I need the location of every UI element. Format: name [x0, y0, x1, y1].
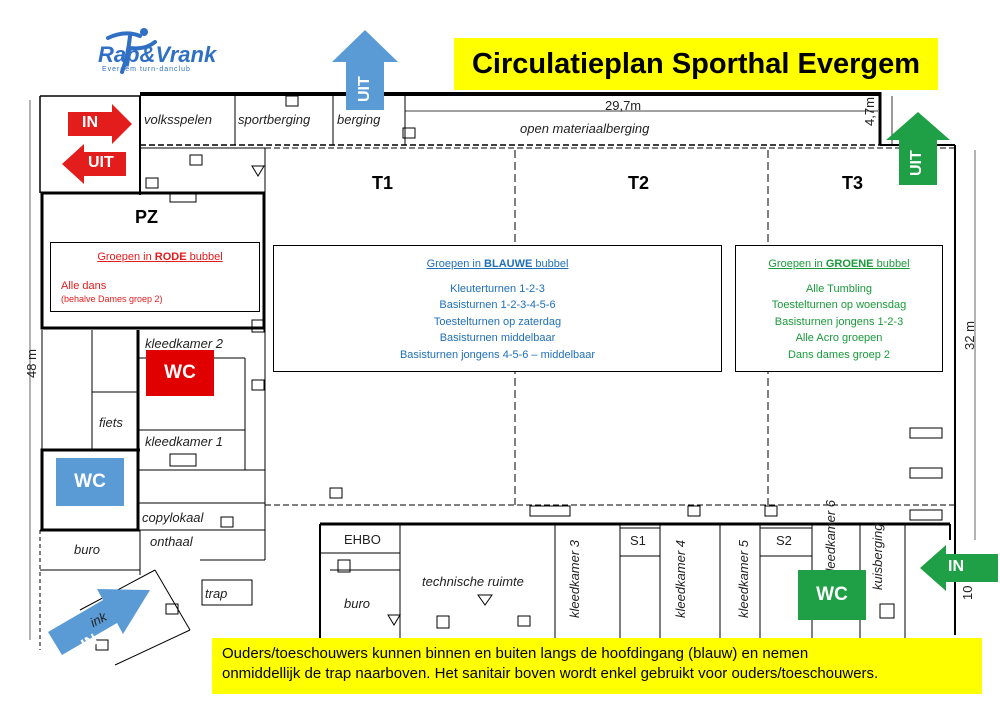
room-kleedkamer-5: kleedkamer 5: [736, 539, 751, 618]
zone-pz: PZ: [135, 207, 159, 227]
group-blue-item: Basisturnen jongens 4-5-6 – middelbaar: [399, 348, 596, 361]
parents-note-line2: onmiddellijk de trap naarboven. Het sani…: [222, 665, 879, 683]
dimension-partial: 10: [960, 585, 975, 600]
parents-note: Ouders/toeschouwers kunnen binnen en bui…: [212, 638, 982, 694]
group-green-item: Basisturnen jongens 1-2-3: [774, 315, 904, 328]
group-blue-item: Basisturnen middelbaar: [439, 332, 556, 344]
group-box-red: Groepen in RODE bubbel Alle dans (behalv…: [50, 242, 260, 312]
group-blue-item: Toestelturnen op zaterdag: [433, 315, 562, 328]
room-kleedkamer-2: kleedkamer 2: [145, 336, 224, 351]
wc-green: WC: [798, 570, 866, 620]
logo-figure-icon: [106, 28, 157, 74]
room-buro-left: buro: [74, 542, 101, 557]
room-ehbo: EHBO: [344, 532, 381, 547]
group-box-blue: Groepen in BLAUWE bubbel Kleuterturnen 1…: [273, 245, 722, 372]
group-green-item: Dans dames groep 2: [787, 348, 891, 361]
room-sportberging: sportberging: [238, 112, 311, 127]
group-green-heading: Groepen in GROENE bubbel: [768, 258, 910, 270]
arrow-uit-left-label: UIT: [88, 154, 114, 171]
room-kleedkamer-3: kleedkamer 3: [567, 539, 582, 618]
zone-t1: T1: [372, 173, 394, 193]
arrow-in-top-left-label: IN: [82, 114, 98, 131]
parents-note-line1: Ouders/toeschouwers kunnen binnen en bui…: [222, 645, 809, 662]
group-blue-item: Kleuterturnen 1-2-3: [450, 282, 545, 295]
room-buro-bottom: buro: [344, 596, 371, 611]
room-s2: S2: [776, 533, 792, 548]
group-green-item: Alle Tumbling: [805, 282, 873, 295]
group-blue-heading: Groepen in BLAUWE bubbel: [426, 258, 569, 270]
group-box-green: Groepen in GROENE bubbel Alle Tumbling T…: [735, 245, 943, 372]
arrow-uit-right-label: UIT: [908, 150, 925, 176]
dimension-length-right: 32 m: [962, 321, 977, 350]
room-technische-ruimte: technische ruimte: [422, 574, 524, 589]
zone-t3: T3: [842, 173, 864, 193]
room-copylokaal: copylokaal: [142, 510, 204, 525]
group-blue-item: Basisturnen 1-2-3-4-5-6: [439, 299, 556, 311]
dimension-depth: 4,7m: [862, 97, 877, 126]
room-fiets: fiets: [99, 415, 123, 430]
wc-red: WC: [146, 350, 214, 396]
room-s1: S1: [630, 533, 646, 548]
group-red-heading: Groepen in RODE bubbel: [97, 251, 223, 263]
group-green-item: Alle Acro groepen: [795, 332, 883, 344]
dimension-length-left: 48 m: [24, 349, 39, 378]
logo-text: Rap&Vrank: [98, 42, 217, 67]
arrow-in-right-label: IN: [948, 558, 964, 575]
room-kleedkamer-1: kleedkamer 1: [145, 434, 224, 449]
group-red-line2: (behalve Dames groep 2): [61, 293, 163, 304]
room-volksspelen: volksspelen: [144, 112, 212, 127]
group-green-item: Toestelturnen op woensdag: [771, 299, 907, 311]
room-trap: trap: [205, 586, 228, 601]
zone-t2: T2: [628, 173, 650, 193]
room-kleedkamer-4: kleedkamer 4: [673, 539, 688, 618]
room-open-materiaalberging: open materiaalberging: [520, 121, 650, 136]
wc-blue: WC: [56, 458, 124, 506]
dimension-width: 29,7m: [605, 98, 642, 113]
room-kuisberging: kuisberging: [870, 523, 885, 591]
room-onthaal: onthaal: [150, 534, 193, 549]
group-red-line1: Alle dans: [61, 279, 107, 292]
page-title: Circulatieplan Sporthal Evergem: [454, 38, 938, 90]
arrow-uit-top-label: UIT: [356, 76, 373, 102]
room-berging: berging: [337, 112, 381, 127]
logo-subtitle: Evergem turn-danclub: [102, 66, 191, 73]
room-kleedkamer-6: kleedkamer 6: [823, 499, 838, 578]
